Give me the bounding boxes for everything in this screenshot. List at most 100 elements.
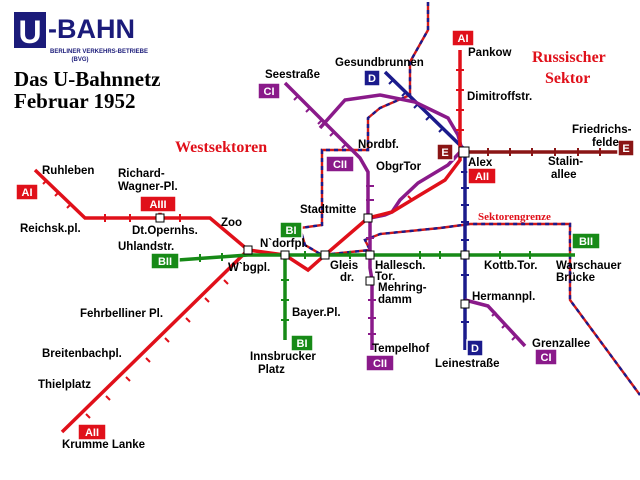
station-alexanderplatz: Alex — [468, 157, 493, 169]
station-fehrbelliner-platz: Fehrbelliner Pl. — [80, 308, 163, 320]
badge-bi-south: BI — [290, 334, 314, 352]
interchange-stadtmitte — [363, 213, 373, 223]
station-hallesches-tor-2: Tor. — [375, 271, 395, 283]
station-labels: Ruhleben Richard- Wagner-Pl. Reichsk.pl.… — [20, 47, 632, 451]
line-d — [383, 70, 469, 350]
badge-bi-north: BI — [279, 221, 303, 239]
svg-text:BII: BII — [579, 236, 593, 248]
svg-text:AI: AI — [458, 33, 469, 45]
badge-bii-east: BII — [571, 232, 601, 250]
station-dimitroffstr: Dimitroffstr. — [467, 91, 532, 103]
station-friedrichsfelde-1: Friedrichs- — [572, 124, 632, 136]
station-stalinallee-2: allee — [551, 169, 577, 181]
svg-text:E: E — [441, 147, 448, 159]
label-russian-sector-1: Russischer — [532, 49, 606, 66]
station-leinestrasse: Leinestraße — [435, 358, 500, 370]
badge-aii-south: AII — [77, 423, 107, 441]
svg-text:D: D — [368, 73, 376, 85]
svg-text:U: U — [18, 14, 41, 50]
station-wittenbergplatz: W`bgpl. — [228, 262, 270, 274]
interchange-hallesches-tor — [365, 250, 375, 260]
interchange-alexanderplatz — [458, 146, 470, 158]
interchange-wittenbergplatz — [243, 245, 253, 255]
svg-text:AIII: AIII — [149, 199, 166, 211]
station-uhlandstr: Uhlandstr. — [118, 241, 174, 253]
map-title-line2: Februar 1952 — [14, 89, 136, 113]
station-bayerischer-platz: Bayer.Pl. — [292, 307, 341, 319]
svg-text:-BAHN: -BAHN — [48, 14, 135, 44]
interchange-gleisdreieck — [320, 250, 330, 260]
station-breitenbachplatz: Breitenbachpl. — [42, 348, 122, 360]
badge-ci-north: CI — [257, 82, 281, 100]
bvg-logo: U -BAHN BERLINER VERKEHRS-BETRIEBE (BVG) — [14, 12, 148, 63]
svg-text:CI: CI — [541, 352, 552, 364]
station-pankow: Pankow — [468, 47, 512, 59]
interchange-hermannplatz — [460, 299, 470, 309]
svg-text:BII: BII — [158, 256, 172, 268]
badge-cii-north: CII — [325, 155, 355, 173]
line-aii — [60, 248, 250, 434]
badge-ai-north: AI — [451, 29, 475, 47]
line-bi — [281, 255, 289, 340]
logo-u-box — [14, 12, 46, 48]
station-thielplatz: Thielplatz — [38, 379, 91, 391]
station-warschauer-1: Warschauer — [556, 260, 622, 272]
label-russian-sector-2: Sektor — [545, 70, 590, 87]
badge-cii-south: CII — [365, 354, 395, 372]
svg-text:BERLINER VERKEHRS-BETRIEBE: BERLINER VERKEHRS-BETRIEBE — [50, 49, 148, 55]
station-nordbahnhof: Nordbf. — [358, 139, 399, 151]
svg-text:AI: AI — [22, 187, 33, 199]
svg-text:CII: CII — [333, 159, 347, 171]
station-krumme-lanke: Krumme Lanke — [62, 439, 145, 451]
svg-text:CI: CI — [264, 86, 275, 98]
station-stadtmitte: Stadtmitte — [300, 204, 356, 216]
station-friedrichsfelde-2: felde — [592, 137, 619, 149]
svg-text:AII: AII — [85, 427, 99, 439]
station-ruhleben: Ruhleben — [42, 165, 94, 177]
badge-bii-west: BII — [150, 252, 180, 270]
station-tempelhof: Tempelhof — [372, 343, 429, 355]
svg-text:(BVG): (BVG) — [72, 57, 89, 63]
svg-text:CII: CII — [373, 358, 387, 370]
station-grenzallee: Grenzallee — [532, 338, 590, 350]
label-west-sectors: Westsektoren — [175, 139, 267, 156]
station-deutsche-oper: Dt.Opernhs. — [132, 225, 198, 237]
badge-ci-south: CI — [534, 348, 558, 366]
station-innsbrucker-2: Platz — [258, 364, 285, 376]
line-ci — [283, 81, 527, 348]
station-seestrasse: Seestraße — [265, 69, 320, 81]
badge-e-west: E — [436, 143, 454, 161]
label-sector-border: Sektorengrenze — [478, 211, 551, 223]
station-kottbusser-tor: Kottb.Tor. — [484, 260, 537, 272]
station-gesundbrunnen: Gesundbrunnen — [335, 57, 424, 69]
badge-ai-west: AI — [15, 183, 39, 201]
interchanges — [155, 146, 470, 309]
station-reichskanzlerplatz: Reichsk.pl. — [20, 223, 81, 235]
badge-aiii: AIII — [139, 195, 177, 213]
line-badges: AI AI AII AII AIII BI BI BII — [15, 29, 635, 441]
badge-e-east: E — [617, 139, 635, 157]
svg-text:D: D — [471, 343, 479, 355]
station-innsbrucker-1: Innsbrucker — [250, 351, 316, 363]
interchange-nollendorfplatz — [280, 250, 290, 260]
svg-text:BI: BI — [286, 225, 297, 237]
badge-d-south: D — [466, 339, 484, 357]
map-title-line1: Das U-Bahnnetz — [14, 67, 160, 91]
station-oranienburger-tor: ObgrTor — [376, 161, 422, 173]
badge-d-north: D — [363, 69, 381, 87]
interchange-kottbusser-tor — [460, 250, 470, 260]
station-zoo: Zoo — [221, 217, 242, 229]
station-mehringdamm-2: damm — [378, 294, 412, 306]
svg-text:E: E — [622, 143, 629, 155]
line-e — [465, 148, 620, 156]
svg-text:BI: BI — [297, 338, 308, 350]
station-mehringdamm-1: Mehring- — [378, 282, 427, 294]
station-gleisdreieck-2: dr. — [340, 272, 354, 284]
station-stalinallee-1: Stalin- — [548, 156, 583, 168]
interchange-deutsche-oper — [155, 213, 165, 223]
interchange-mehringdamm — [365, 276, 375, 286]
station-gleisdreieck-1: Gleis — [330, 260, 358, 272]
station-hermannplatz: Hermannpl. — [472, 291, 535, 303]
